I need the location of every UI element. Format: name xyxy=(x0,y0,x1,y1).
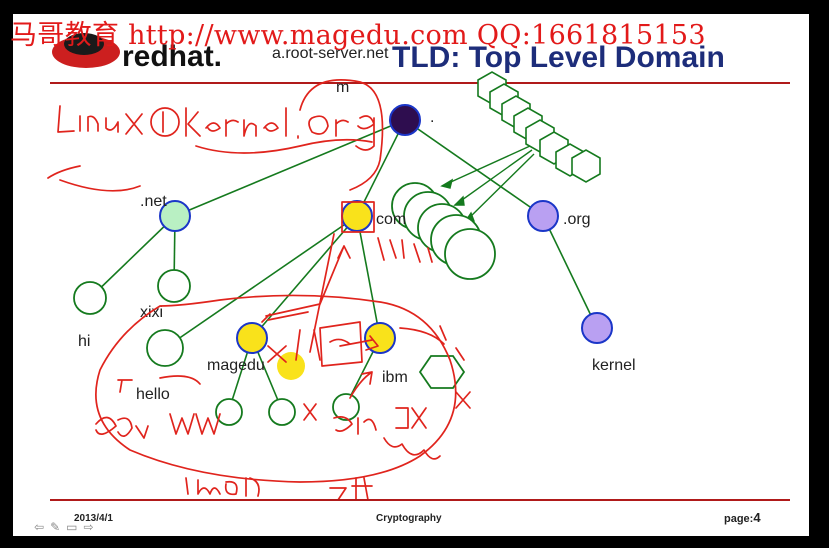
annotation-box-ns xyxy=(319,321,363,367)
annotation-arrow-4 xyxy=(339,335,379,351)
footer-date: 2013/4/1 xyxy=(74,513,113,524)
annotation-circle-1 xyxy=(150,107,180,137)
leaf-nodes xyxy=(73,269,466,426)
com-circle-stack xyxy=(391,182,496,280)
www-leaf-node xyxy=(215,398,243,426)
next-slide-icon[interactable]: ⇨ xyxy=(83,520,94,534)
annotation-scribble-4 xyxy=(329,477,373,501)
logo-text: redhat. xyxy=(122,40,222,73)
hexagon-leaf-node xyxy=(418,355,466,389)
tld-arrowhead-1 xyxy=(440,178,454,189)
hi-label: hi xyxy=(78,333,90,350)
annotation-scribble-3 xyxy=(383,437,441,460)
edge-net-hi xyxy=(89,215,176,299)
hi-node xyxy=(73,281,107,315)
kernel-node xyxy=(581,312,613,344)
edge-com-magedu xyxy=(251,215,358,339)
edge-com-hello xyxy=(164,215,358,349)
annotation-arrow-1 xyxy=(261,311,309,323)
annotation-box-x xyxy=(395,407,427,429)
slide-title: TLD: Top Level Domain xyxy=(392,41,725,74)
ibm-label: ibm xyxy=(382,369,408,386)
annotation-zone-outline xyxy=(95,294,457,483)
annotation-underline xyxy=(195,138,373,154)
annotation-imap xyxy=(185,477,260,497)
net-label: .net xyxy=(140,193,167,210)
annotation-arrow-up xyxy=(265,245,351,317)
page-number: 4 xyxy=(753,510,761,525)
annotation-linux xyxy=(57,105,143,135)
ftp-leaf-node xyxy=(268,398,296,426)
net-node xyxy=(159,200,191,232)
annotation-x-2 xyxy=(303,403,317,421)
ibm-node xyxy=(364,322,396,354)
ibm-leaf-node xyxy=(332,393,360,421)
node-labels: m . .net com .org kernel hi xixi hello m… xyxy=(78,79,636,403)
pen-tool-icon[interactable]: ✎ xyxy=(50,520,61,534)
slide-menu-icon[interactable]: ▭ xyxy=(66,520,78,534)
edge-root-org xyxy=(404,119,544,217)
shadowman-head-icon xyxy=(64,33,104,55)
redhat-logo: redhat. xyxy=(52,33,222,73)
magedu-node xyxy=(236,322,268,354)
com-label: com xyxy=(376,211,406,228)
edge-org-kernel xyxy=(542,215,598,329)
annotation-x-1 xyxy=(455,391,471,409)
m-label: m xyxy=(336,79,349,96)
annotation-arrow-5 xyxy=(349,371,373,399)
annotation-bracket xyxy=(299,79,384,191)
tld-arrow-2 xyxy=(454,149,533,206)
tld-circle xyxy=(444,228,496,280)
annotation-x-3 xyxy=(267,345,287,363)
page-prefix: page: xyxy=(724,513,753,525)
tld-arrowhead-2 xyxy=(453,195,465,206)
footer-center: Cryptography xyxy=(376,513,442,524)
tld-arrow-1 xyxy=(441,145,531,187)
xixi-node xyxy=(157,269,191,303)
magedu-label: magedu xyxy=(207,357,265,374)
tld-hexagon xyxy=(571,149,601,183)
annotation-kernel-org xyxy=(185,107,375,151)
org-label: .org xyxy=(563,211,591,228)
annotation-arrow-3 xyxy=(399,325,465,361)
edge-root-com xyxy=(356,119,406,217)
com-node xyxy=(341,200,373,232)
annotation-scribble-1 xyxy=(47,165,141,192)
annotation-hello-mark xyxy=(117,379,133,393)
edge-com-ibm xyxy=(356,215,381,339)
slide-canvas xyxy=(13,14,809,536)
watermark-text: 马哥教育 http://www.magedu.com QQ:1661815153 xyxy=(10,20,706,51)
tld-hexagon-stack xyxy=(477,71,601,183)
root-dot-label: . xyxy=(430,109,434,126)
slideshow-toolbar: ⇦ ✎ ▭ ⇨ xyxy=(34,520,94,534)
tree-nodes xyxy=(159,104,613,354)
edge-root-net xyxy=(174,119,406,217)
root-server-label: a.root-server.net xyxy=(272,45,389,62)
annotation-marks xyxy=(377,237,433,263)
hello-node xyxy=(146,329,184,367)
annotation-80 xyxy=(95,416,149,439)
annotation-hello-arrow xyxy=(159,375,201,385)
highlight-node xyxy=(277,352,305,380)
kernel-label: kernel xyxy=(592,357,636,374)
annotation-ns-bracket xyxy=(295,329,321,361)
prev-slide-icon[interactable]: ⇦ xyxy=(34,520,45,534)
hello-label: hello xyxy=(136,386,170,403)
handwritten-annotations xyxy=(47,79,471,501)
annotation-stl xyxy=(333,416,377,435)
annotation-www xyxy=(169,413,221,435)
annotation-arrow-2 xyxy=(309,233,335,353)
footer-page: page:4 xyxy=(724,510,761,525)
org-node xyxy=(527,200,559,232)
annotation-scribble-2 xyxy=(329,338,351,345)
annotation-box-com xyxy=(341,201,375,233)
root-node xyxy=(389,104,421,136)
tld-arrow-3 xyxy=(464,153,535,223)
tld-arrows xyxy=(440,145,535,223)
